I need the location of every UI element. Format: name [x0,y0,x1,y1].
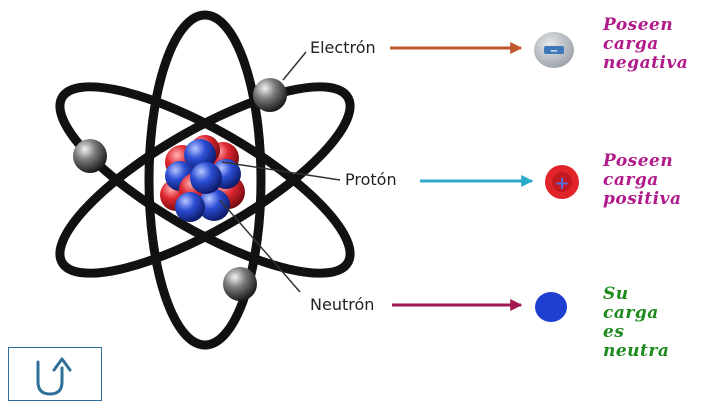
positive-sign-icon: + [554,173,569,194]
orbit-vertical [144,10,266,350]
orbit-tilted-up [55,82,355,278]
electron-ball [253,78,287,112]
nucleus-particle-blue [190,162,222,194]
proton-label: Protón [345,170,397,189]
electron-pointer-line [282,51,307,81]
neutron-symbol [535,292,567,322]
neutron-label: Neutrón [310,295,375,314]
neutron-pointer-line [219,199,301,293]
u-turn-up-arrow-icon [36,357,72,396]
neutron-description: Su carga es neutra [603,284,670,361]
electron-label: Electrón [310,38,376,57]
electron-ball [223,267,257,301]
back-button[interactable] [8,347,102,401]
electron-symbol: − [534,32,574,68]
proton-description: Poseen carga positiva [603,151,682,209]
electron-ball [73,139,107,173]
electron-description: Poseen carga negativa [603,15,689,73]
nucleus-particle-blue [198,189,230,221]
orbit-tilted-down [55,82,355,278]
proton-pointer-line [221,161,341,181]
nucleus-particle-blue [175,192,205,222]
nucleus [160,135,245,222]
negative-sign-icon: − [550,46,558,57]
proton-symbol: + [545,165,579,199]
